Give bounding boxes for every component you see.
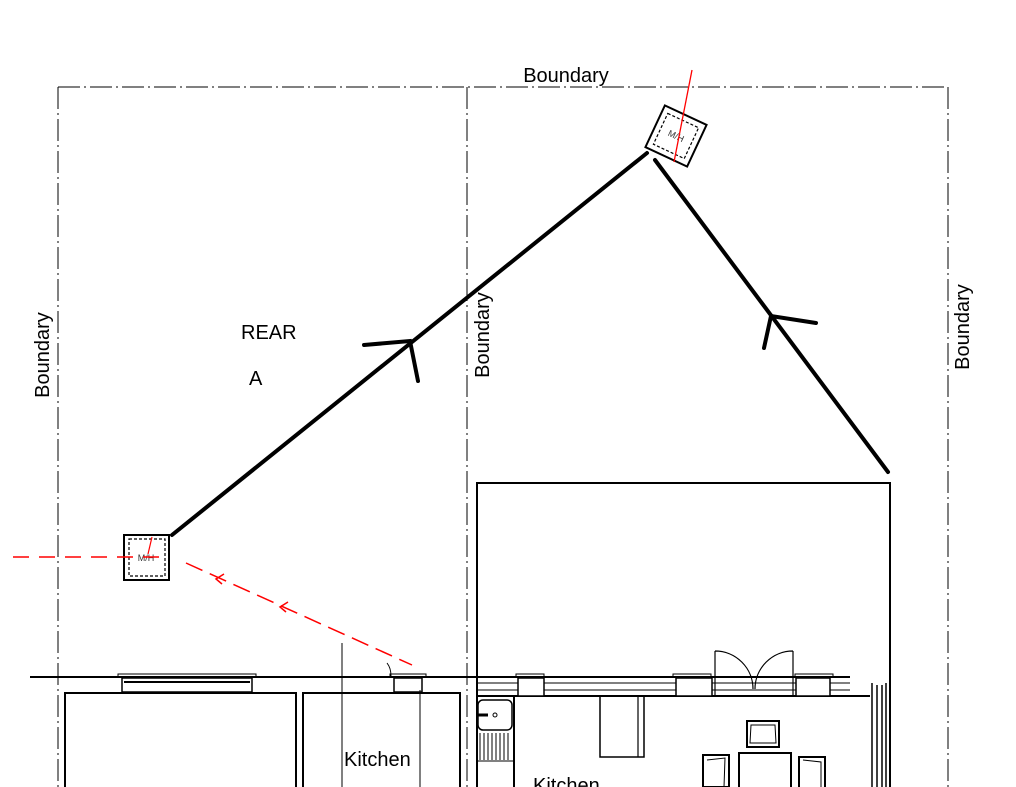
dining-table <box>738 752 792 787</box>
rear-label: REAR <box>241 322 297 344</box>
kitchen-label-right: Kitchen <box>533 775 600 787</box>
kitchen-unit <box>599 695 645 758</box>
boundary-label-top: Boundary <box>523 65 609 87</box>
chair <box>798 756 826 787</box>
flow-arrow-icon <box>278 601 289 613</box>
left-house <box>64 643 461 787</box>
right-house <box>476 482 891 787</box>
flow-arrow-icon <box>762 313 818 350</box>
door-swing <box>714 650 754 696</box>
door-swing <box>754 650 794 696</box>
flow-arrow-icon <box>362 338 420 383</box>
surface-water-drain <box>13 556 413 666</box>
chair <box>702 754 730 787</box>
boundary-label-right: Boundary <box>952 284 974 370</box>
kitchen-label-left: Kitchen <box>344 749 411 771</box>
manhole-top: M/H <box>644 104 708 168</box>
a-label: A <box>249 368 263 390</box>
chair <box>746 720 780 748</box>
boundary-label-left: Boundary <box>32 312 54 398</box>
manhole-left-label: M/H <box>138 553 155 563</box>
boundary-label-middle: Boundary <box>472 292 494 378</box>
boundary-lines <box>57 86 949 787</box>
surface-drain-top <box>673 69 693 163</box>
drain-run-left <box>170 151 649 537</box>
flow-arrow-icon <box>214 573 225 585</box>
drain-run-right <box>653 158 890 474</box>
